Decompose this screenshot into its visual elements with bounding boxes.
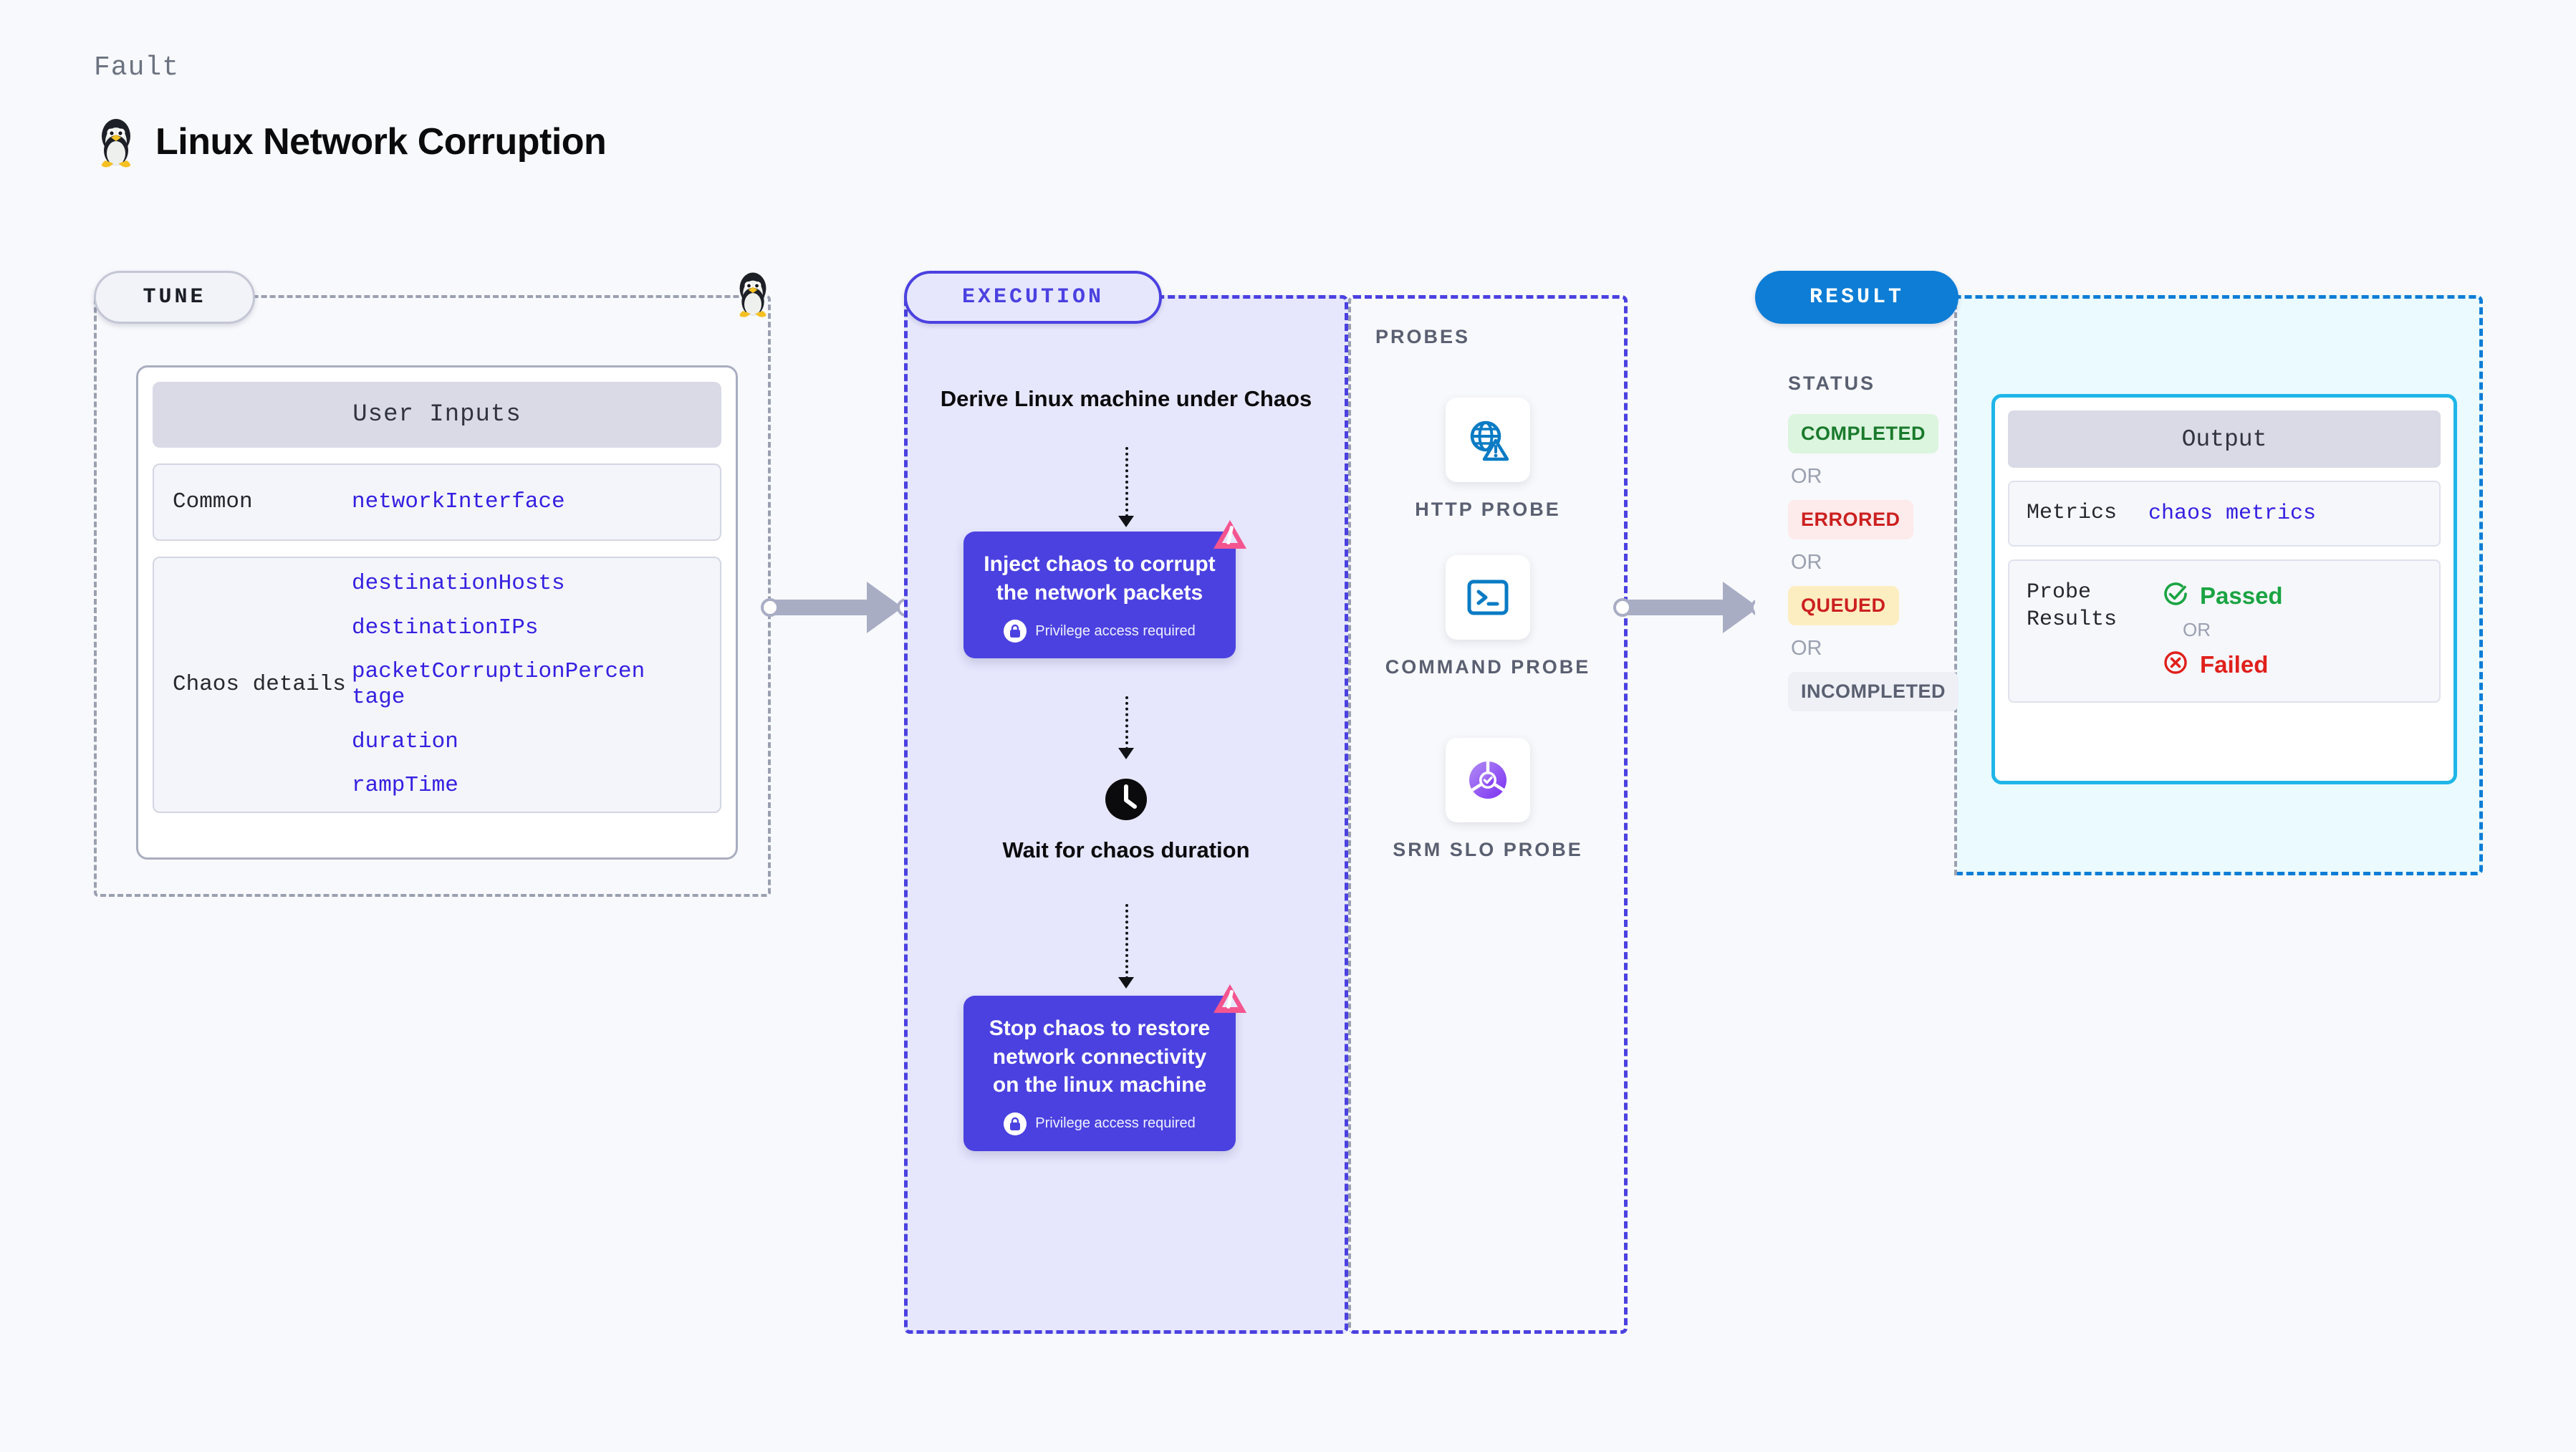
- flow-arrowhead-2: [1118, 748, 1134, 759]
- probe-command[interactable]: COMMAND PROBE: [1348, 555, 1628, 680]
- execution-step-2-text: Stop chaos to restore network connectivi…: [989, 1016, 1211, 1097]
- probes-section-label: PROBES: [1375, 326, 1471, 347]
- probe-result-passed-label: Passed: [2200, 582, 2283, 609]
- tune-value-duration[interactable]: duration: [352, 729, 458, 754]
- execution-wait-text: Wait for chaos duration: [1002, 837, 1250, 862]
- tune-row-chaos-details-key: Chaos details: [173, 671, 346, 697]
- probe-result-failed-label: Failed: [2200, 650, 2269, 678]
- slo-donut-check-icon: [1446, 738, 1530, 822]
- user-inputs-card: User Inputs Common networkInterface Chao…: [136, 365, 738, 860]
- result-status-column: [1755, 295, 1957, 875]
- litmus-chaos-logo-icon: [1211, 981, 1249, 1022]
- output-metrics-key: Metrics: [2027, 501, 2118, 526]
- fault-kicker-label: Fault: [94, 52, 180, 83]
- probe-result-failed: Failed: [2161, 648, 2268, 681]
- litmus-chaos-logo-icon: [1211, 517, 1249, 558]
- execution-badge[interactable]: EXECUTION: [904, 271, 1162, 324]
- flow-arrowhead-3: [1118, 977, 1134, 989]
- status-badge-completed: COMPLETED: [1788, 414, 1939, 453]
- execution-wait-block: Wait for chaos duration: [904, 777, 1348, 865]
- execution-start-title: Derive Linux machine under Chaos: [940, 386, 1312, 411]
- connector-tune-to-execution: [761, 580, 917, 635]
- tune-badge[interactable]: TUNE: [94, 271, 255, 324]
- flow-arrowhead-1: [1118, 516, 1134, 527]
- clock-icon: [1103, 779, 1149, 825]
- status-or-1: OR: [1791, 465, 1822, 488]
- tux-penguin-icon: [94, 115, 138, 169]
- output-row-probe-results: Probe Results Passed OR: [2008, 559, 2441, 703]
- tux-penguin-marker-icon: [732, 269, 774, 322]
- x-circle-icon: [2161, 648, 2190, 681]
- output-probe-results-key: Probe Results: [2027, 580, 2118, 632]
- execution-step-2-privilege-text: Privilege access required: [1035, 1115, 1196, 1132]
- probe-http[interactable]: HTTP PROBE: [1348, 398, 1628, 522]
- page-title: Linux Network Corruption: [155, 121, 607, 163]
- output-row-metrics: Metrics chaos metrics: [2008, 481, 2441, 547]
- result-badge[interactable]: RESULT: [1755, 271, 1959, 324]
- status-section-label: STATUS: [1788, 372, 1875, 394]
- globe-warning-icon: [1446, 398, 1530, 482]
- lock-icon: [1004, 620, 1027, 643]
- tune-value-ramptime[interactable]: rampTime: [352, 773, 458, 799]
- connector-execution-to-result: [1613, 580, 1772, 635]
- execution-step-stop-chaos[interactable]: Stop chaos to restore network connectivi…: [963, 984, 1246, 1151]
- execution-step-1-privilege: Privilege access required: [981, 620, 1219, 643]
- status-or-2: OR: [1791, 551, 1822, 574]
- tune-value-destinationhosts[interactable]: destinationHosts: [352, 571, 565, 596]
- terminal-icon: [1446, 555, 1530, 640]
- execution-step-inject-chaos[interactable]: Inject chaos to corrupt the network pack…: [963, 520, 1246, 659]
- execution-step-1-privilege-text: Privilege access required: [1035, 622, 1196, 639]
- tune-panel: [94, 295, 771, 897]
- output-metrics-value[interactable]: chaos metrics: [2148, 501, 2317, 526]
- output-card: Output Metrics chaos metrics Probe Resul…: [1991, 394, 2457, 784]
- output-title: Output: [2008, 410, 2441, 468]
- execution-step-1-text: Inject chaos to corrupt the network pack…: [984, 552, 1216, 605]
- flow-connector-3: [1125, 904, 1128, 979]
- status-badge-incompleted: INCOMPLETED: [1788, 672, 1959, 711]
- flow-connector-1: [1125, 447, 1128, 517]
- tune-row-common-key: Common: [173, 489, 253, 514]
- status-or-3: OR: [1791, 637, 1822, 660]
- probe-command-label: COMMAND PROBE: [1385, 656, 1591, 678]
- page-title-row: Linux Network Corruption: [94, 115, 607, 169]
- tune-value-destinationips[interactable]: destinationIPs: [352, 615, 539, 640]
- status-badge-queued: QUEUED: [1788, 586, 1899, 625]
- user-inputs-title: User Inputs: [153, 382, 721, 448]
- execution-step-2-privilege: Privilege access required: [981, 1112, 1219, 1135]
- status-badge-stack: COMPLETED OR ERRORED OR QUEUED OR INCOMP…: [1788, 414, 1959, 711]
- lock-icon: [1004, 1112, 1027, 1135]
- tune-value-packetcorruptionpercentage[interactable]: packetCorruptionPercentage: [352, 659, 645, 710]
- flow-connector-2: [1125, 696, 1128, 750]
- probe-http-label: HTTP PROBE: [1415, 499, 1561, 520]
- status-badge-errored: ERRORED: [1788, 500, 1913, 539]
- probe-srm-slo-label: SRM SLO PROBE: [1393, 839, 1583, 860]
- check-circle-icon: [2161, 580, 2190, 612]
- tune-row-common: Common networkInterface: [153, 463, 721, 541]
- probe-result-passed: Passed: [2161, 580, 2283, 612]
- tune-row-chaos-details: Chaos details destinationHosts destinati…: [153, 557, 721, 813]
- probe-srm-slo[interactable]: SRM SLO PROBE: [1348, 738, 1628, 862]
- tune-value-networkinterface[interactable]: networkInterface: [352, 489, 565, 515]
- probe-result-or: OR: [2183, 619, 2211, 640]
